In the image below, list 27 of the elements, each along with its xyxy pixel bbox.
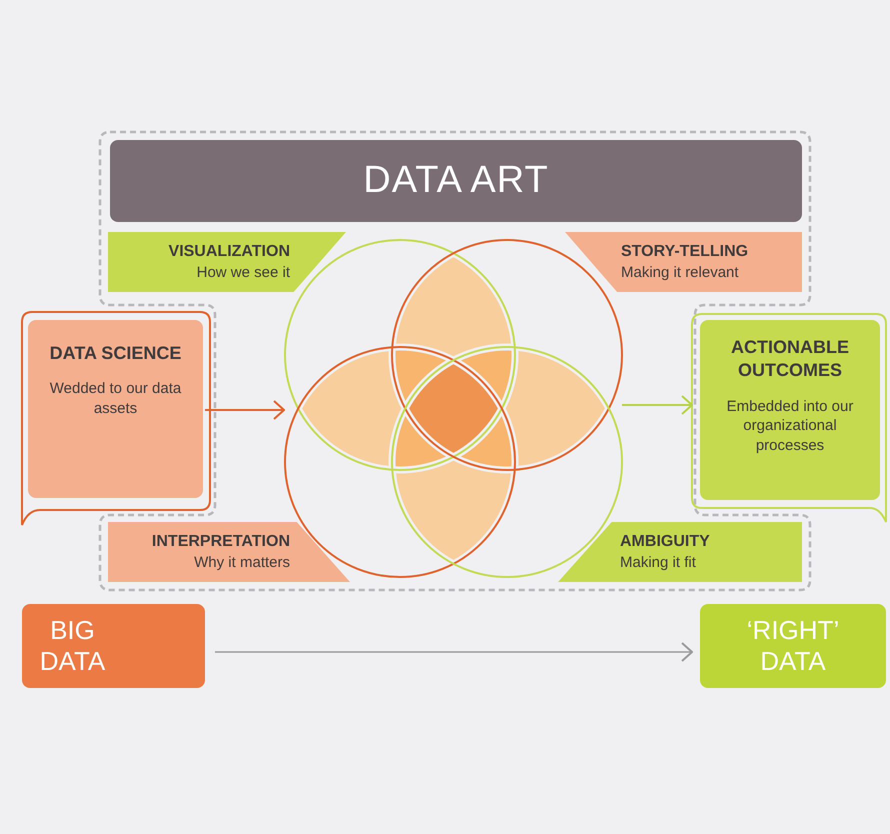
arrow <box>622 395 693 415</box>
label-tab <box>108 522 350 582</box>
heading: ACTIONABLE OUTCOMES <box>730 336 850 382</box>
data-box <box>22 604 205 688</box>
data-box <box>700 604 886 688</box>
heading: DATA SCIENCE <box>48 342 182 365</box>
heading: INTERPRETATION <box>150 532 290 552</box>
heading: VISUALIZATION <box>168 242 290 262</box>
subtitle: Why it matters <box>193 552 290 572</box>
heading: AMBIGUITY <box>620 532 711 552</box>
info-card <box>28 320 203 498</box>
title: DATA ART <box>362 158 550 204</box>
label-tab <box>565 232 802 292</box>
subtitle: Making it fit <box>620 552 697 572</box>
subtitle: Wedded to our data assets <box>48 379 182 418</box>
title-banner <box>110 140 802 222</box>
info-card <box>700 320 880 500</box>
subtitle: Embedded into our organizational processes <box>726 396 854 456</box>
arrow <box>205 400 285 420</box>
arrow <box>215 642 693 662</box>
title: ‘RIGHT’ DATA <box>746 614 840 678</box>
label-tab <box>558 522 802 582</box>
title: BIG DATA <box>38 614 106 678</box>
label-tab <box>108 232 346 292</box>
subtitle: Making it relevant <box>621 262 740 282</box>
heading: STORY-TELLING <box>621 242 750 262</box>
subtitle: How we see it <box>196 262 290 282</box>
